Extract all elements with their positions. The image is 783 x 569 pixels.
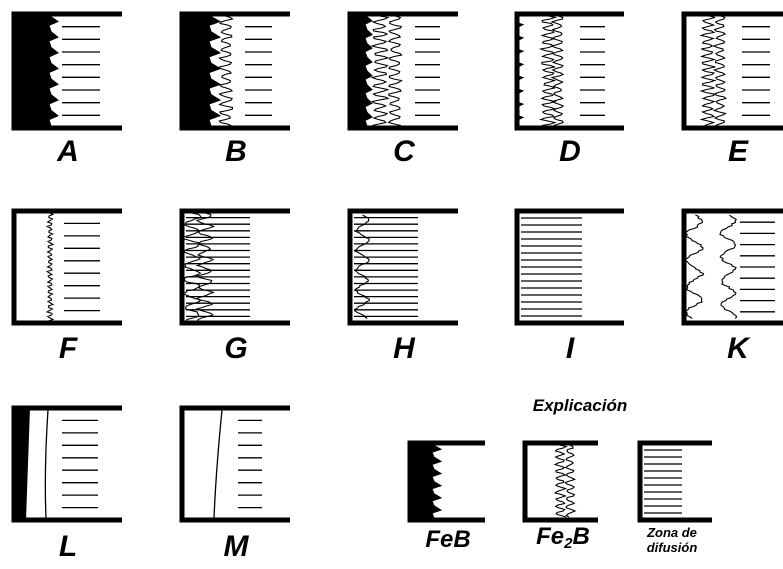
legend-diffusion-box-frame (637, 440, 712, 523)
panel-m-fe2b-front (213, 409, 223, 519)
legend-feb-box-feb-layer (409, 444, 443, 519)
legend-fe2b-sub: 2 (564, 535, 573, 552)
legend-diffusion-line2: difusión (646, 540, 698, 555)
panel-label-c: C (393, 135, 415, 168)
panel-l-fe2b-front (44, 409, 49, 519)
panel-g-hatch (186, 216, 250, 318)
legend-diffusion-box-hatch (644, 449, 682, 514)
legend-fe2b-main: Fe (536, 523, 565, 550)
panel-m-hatch (238, 419, 262, 509)
panel-k-frame (681, 208, 783, 326)
panel-k-fe2b-front-1 (683, 214, 705, 319)
panel-e-hatch (742, 26, 770, 116)
panel-label-i: I (565, 332, 575, 365)
panel-k-hatch (740, 221, 775, 313)
panel-f-fe2b-front (45, 212, 55, 322)
panel-label-f: F (58, 332, 78, 365)
panel-e-fe2b-front-2 (712, 15, 728, 127)
legend-fe2b-front-2 (564, 444, 577, 518)
legend-fe2b-front-1 (553, 444, 568, 518)
panel-d-hatch (580, 26, 605, 116)
panel-d-fe2b-front-2 (550, 15, 565, 127)
panel-b-hatch (245, 26, 272, 116)
panel-m-frame (179, 405, 290, 523)
panel-b-fe2b-front (218, 15, 234, 127)
panel-d-fe2b-front-1 (538, 15, 558, 127)
panel-l-hatch (62, 419, 98, 509)
panel-a-feb-layer (13, 15, 60, 127)
panel-d-frame (514, 11, 624, 131)
panel-label-g: G (224, 332, 248, 365)
panel-h-hatch (354, 216, 418, 318)
panel-h-frame (347, 208, 458, 326)
panel-e-fe2b-front-1 (699, 15, 717, 127)
panel-k-fe2b-front-2 (719, 214, 738, 319)
panel-l-feb-layer (14, 408, 30, 520)
legend-fe2b-tail: B (572, 523, 590, 550)
panel-g-fe2b-front-1 (181, 212, 202, 322)
panel-label-b: B (225, 135, 247, 168)
legend-label-feb: FeB (425, 526, 471, 553)
panel-d-feb-islands (516, 21, 525, 122)
panel-label-a: A (57, 135, 79, 168)
panel-c-fe2b-front-2 (387, 15, 403, 127)
panel-label-l: L (58, 530, 78, 563)
panel-f-frame (11, 208, 122, 326)
panel-label-d: D (559, 135, 581, 168)
legend-label-fe2b: Fe2B (518, 524, 608, 557)
legend-label-diffusion: Zona de difusión (632, 525, 712, 555)
legend-title: Explicación (532, 396, 628, 415)
panel-l-frame (11, 405, 122, 523)
panel-g-frame (179, 208, 290, 326)
panel-label-k: K (727, 332, 749, 365)
panel-i-hatch (521, 217, 582, 317)
legend-diffusion-line1: Zona de (647, 525, 697, 540)
panel-e-frame (681, 11, 783, 131)
panel-g-fe2b-front-2 (194, 212, 216, 322)
panel-c-feb-layer (349, 15, 373, 127)
panel-label-m: M (223, 530, 249, 563)
panel-label-e: E (727, 135, 748, 168)
panel-b-feb-layer (181, 15, 222, 127)
panel-label-h: H (393, 332, 415, 365)
panel-h-fe2b-islands (353, 214, 370, 319)
legend-fe2b-box-frame (522, 440, 598, 523)
panel-a-hatch (62, 26, 100, 116)
panel-c-hatch (415, 26, 440, 116)
panel-i-frame (514, 208, 624, 326)
panel-c-fe2b-front-1 (369, 15, 390, 127)
panel-f-hatch (64, 222, 100, 312)
